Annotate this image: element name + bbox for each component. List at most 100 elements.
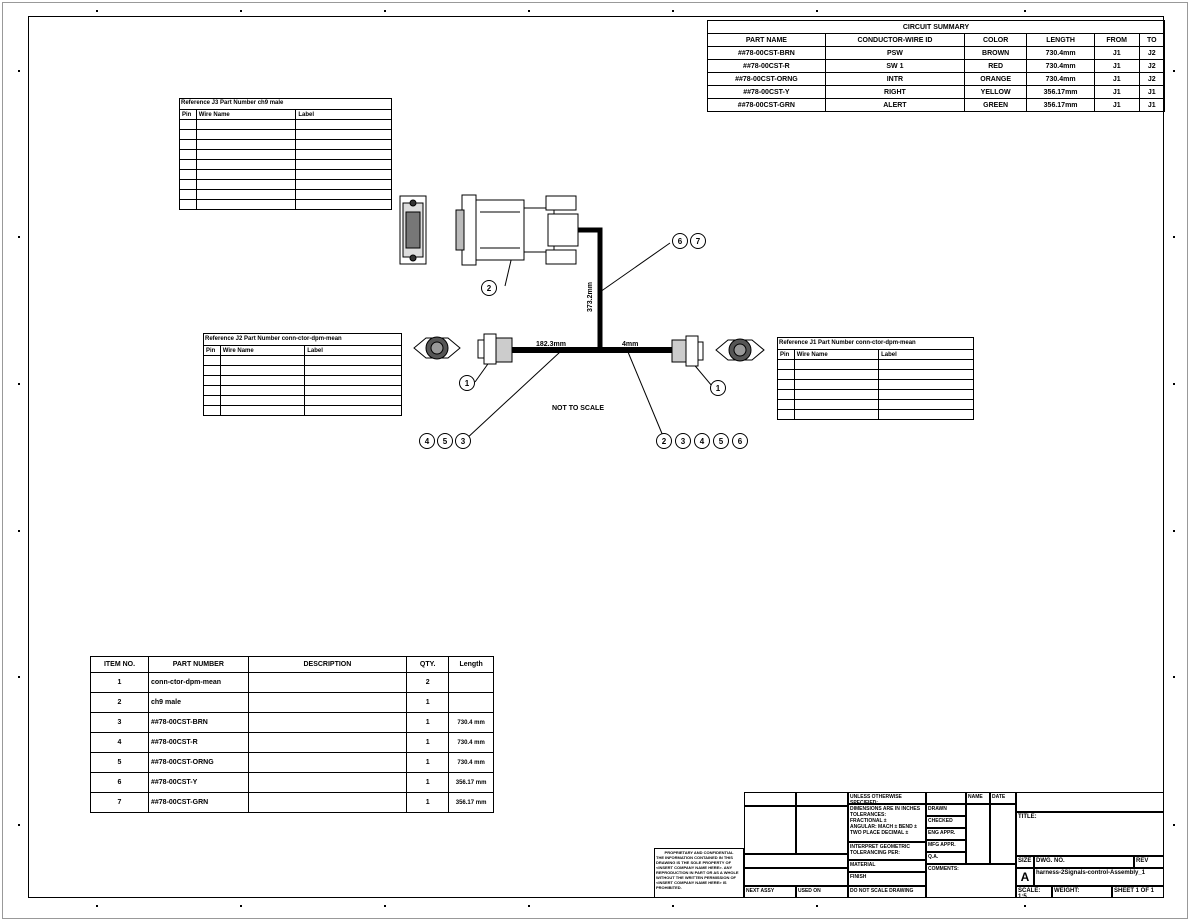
bom-cell — [247, 772, 408, 793]
connector-j2 — [477, 333, 513, 365]
bom-cell: conn-ctor-dpm-mean — [148, 672, 249, 693]
bom-cell — [448, 692, 494, 713]
bom-cell: 5 — [90, 752, 149, 773]
bom-cell: 1 — [406, 732, 450, 753]
tb-scale: SCALE: 1:5 — [1016, 886, 1052, 898]
segment-length-left: 182.3mm — [536, 341, 566, 348]
pin-table-row — [203, 405, 402, 416]
connector-j1-face — [715, 338, 765, 362]
tb-dwg-no: DWG. NO. — [1034, 856, 1134, 868]
bom-header: Length — [448, 656, 494, 673]
tb-size: A — [1016, 868, 1034, 886]
proprietary-notice: PROPRIETARY AND CONFIDENTIAL THE INFORMA… — [654, 848, 744, 898]
tb-frac: FRACTIONAL ± — [850, 818, 887, 824]
tb-dims: DIMENSIONS ARE IN INCHES — [850, 806, 921, 812]
circuit-summary-cell: 356.17mm — [1026, 98, 1095, 112]
tb-date-label: DATE — [990, 792, 1016, 804]
balloon-label: 4 — [425, 437, 430, 446]
segment-length-vertical: 373.2mm — [587, 282, 594, 312]
pin-table-row — [777, 409, 974, 420]
bom-cell — [247, 692, 408, 713]
bom-cell: 2 — [406, 672, 450, 693]
balloon-circle — [459, 375, 475, 391]
bom-cell: 1 — [90, 672, 149, 693]
tb-do-not-scale: DO NOT SCALE DRAWING — [848, 886, 926, 898]
pin-table-cell — [793, 409, 880, 420]
balloon-circle — [694, 433, 710, 449]
balloon-circle — [437, 433, 453, 449]
tb-checked: CHECKED — [926, 816, 966, 828]
balloon-label: 5 — [443, 437, 448, 446]
circuit-summary-cell: ALERT — [824, 98, 966, 112]
bom-cell: 2 — [90, 692, 149, 713]
tb-mfg-appr: MFG APPR. — [926, 840, 966, 852]
balloon-label: 6 — [678, 237, 683, 246]
tb-name-label: NAME — [966, 792, 990, 804]
bom-cell — [247, 712, 408, 733]
balloon-circle — [481, 280, 497, 296]
balloon-label: 2 — [662, 437, 667, 446]
bom-cell — [448, 672, 494, 693]
balloon-circle — [732, 433, 748, 449]
proprietary-text: THE INFORMATION CONTAINED IN THIS DRAWIN… — [656, 855, 739, 890]
tb-comments: COMMENTS: — [926, 864, 1016, 898]
balloon-label: 4 — [700, 437, 705, 446]
balloon-circle — [710, 380, 726, 396]
tb-unless: UNLESS OTHERWISE SPECIFIED: — [848, 792, 926, 804]
bom-cell: 3 — [90, 712, 149, 733]
connector-j3-side-view — [455, 194, 579, 266]
pin-table-cell — [878, 409, 974, 420]
tb-eng-appr: ENG APPR. — [926, 828, 966, 840]
bom-header: QTY. — [406, 656, 450, 673]
bom-cell: ##78-00CST-GRN — [148, 792, 249, 813]
bom-cell: ##78-00CST-R — [148, 732, 249, 753]
bom-cell: ##78-00CST-ORNG — [148, 752, 249, 773]
bom-cell: 4 — [90, 732, 149, 753]
bom-cell — [247, 792, 408, 813]
bom-cell: 6 — [90, 772, 149, 793]
balloon-label: 3 — [461, 437, 466, 446]
tb-finish: FINISH — [848, 872, 926, 886]
balloon-circle — [656, 433, 672, 449]
bom-cell — [247, 732, 408, 753]
tb-interpret: INTERPRET GEOMETRIC TOLERANCING PER: — [848, 842, 926, 860]
connector-j1 — [671, 335, 704, 367]
leader-left — [464, 351, 561, 441]
leader-right — [627, 351, 664, 437]
bom-cell: 730.4 mm — [448, 712, 494, 733]
tb-size-label: SIZE — [1016, 856, 1034, 868]
tb-qa: Q.A. — [926, 852, 966, 864]
wire-vertical-segment — [560, 227, 603, 350]
bom-cell: ##78-00CST-Y — [148, 772, 249, 793]
tb-title-label: TITLE: — [1016, 812, 1164, 856]
balloon-circle — [455, 433, 471, 449]
balloon-label: 2 — [487, 284, 492, 293]
circuit-summary-cell: ##78-00CST-GRN — [707, 98, 826, 112]
connector-j3-front-view — [399, 195, 427, 265]
pin-table-row — [179, 199, 392, 210]
leader-top — [599, 242, 671, 293]
balloon-circle — [675, 433, 691, 449]
balloon-circle — [713, 433, 729, 449]
tb-sheet: SHEET 1 OF 1 — [1112, 886, 1164, 898]
bom-cell: 730.4 mm — [448, 752, 494, 773]
bom-header: ITEM NO. — [90, 656, 149, 673]
balloon-circle — [690, 233, 706, 249]
bom-cell: 7 — [90, 792, 149, 813]
balloon-label: 1 — [716, 384, 721, 393]
drawing-frame — [28, 16, 1164, 898]
tb-used-on: USED ON — [796, 886, 848, 898]
circuit-summary-cell: J1 — [1093, 98, 1140, 112]
segment-length-right: 4mm — [622, 341, 638, 348]
tb-dwg-name: harness-2Signals-control-Assembly_1 — [1034, 868, 1164, 886]
